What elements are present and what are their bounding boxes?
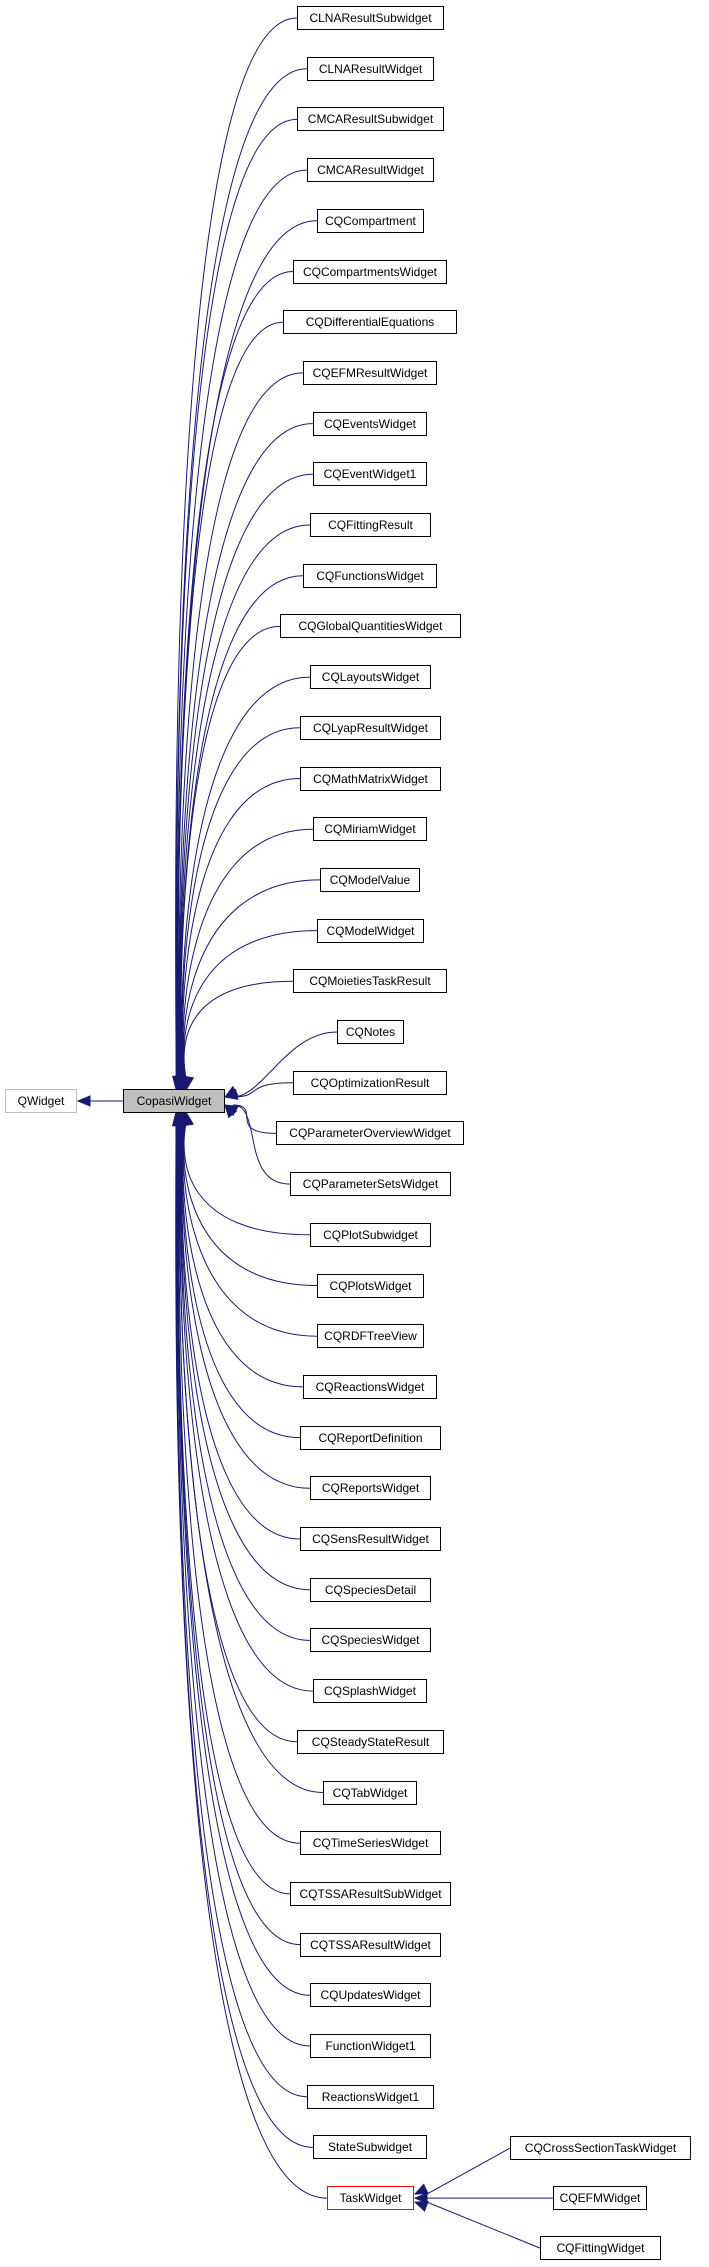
edge-cqreportdefinition-to-copasiwidget <box>181 1120 301 1439</box>
node-cqeventwidget1[interactable]: CQEventWidget1 <box>313 462 427 486</box>
node-cqmathmatrixwidget[interactable]: CQMathMatrixWidget <box>300 767 441 791</box>
edge-cqplotswidget-to-copasiwidget <box>183 1120 318 1286</box>
node-cqlayoutswidget[interactable]: CQLayoutsWidget <box>310 665 431 689</box>
edge-cqrdftreeview-to-copasiwidget <box>182 1120 318 1337</box>
node-clnaresultsubwidget[interactable]: CLNAResultSubwidget <box>297 6 444 30</box>
node-cqrdftreeview[interactable]: CQRDFTreeView <box>317 1324 424 1348</box>
node-cqefmwidget[interactable]: CQEFMWidget <box>553 2186 647 2210</box>
node-cqupdateswidget[interactable]: CQUpdatesWidget <box>310 1983 431 2007</box>
edge-cqfunctionswidget-to-copasiwidget <box>180 575 304 1082</box>
node-cqtssaresultsubwidget[interactable]: CQTSSAResultSubWidget <box>290 1882 451 1906</box>
node-cqefmresultwidget[interactable]: CQEFMResultWidget <box>303 361 437 385</box>
arrowhead-cqparametersetswidget <box>224 1103 238 1119</box>
edge-cqfittingwidget-to-taskwidget <box>426 2201 541 2249</box>
arrowhead-cqfittingwidget <box>413 2201 429 2212</box>
node-cqfunctionswidget[interactable]: CQFunctionsWidget <box>303 564 437 588</box>
edge-cqcompartmentswidget-to-copasiwidget <box>177 271 294 1082</box>
node-taskwidget[interactable]: TaskWidget <box>327 2186 414 2210</box>
edge-clnaresultwidget-to-copasiwidget <box>175 68 308 1082</box>
node-cqsensresultwidget[interactable]: CQSensResultWidget <box>300 1527 441 1551</box>
edge-cmcaresultsubwidget-to-copasiwidget <box>175 118 298 1082</box>
node-cqeventswidget[interactable]: CQEventsWidget <box>313 412 427 436</box>
node-cqmoietiestaskresult[interactable]: CQMoietiesTaskResult <box>293 969 447 993</box>
node-cmcaresultsubwidget[interactable]: CMCAResultSubwidget <box>297 107 444 131</box>
node-cqparameteroverviewwidget[interactable]: CQParameterOverviewWidget <box>276 1121 464 1145</box>
node-cqtimeserieswidget[interactable]: CQTimeSeriesWidget <box>300 1831 441 1855</box>
node-cqoptimizationresult[interactable]: CQOptimizationResult <box>293 1071 447 1095</box>
node-cqplotswidget[interactable]: CQPlotsWidget <box>317 1274 424 1298</box>
edge-cqoptimizationresult-to-copasiwidget <box>232 1082 294 1098</box>
edge-cqsensresultwidget-to-copasiwidget <box>180 1120 301 1540</box>
node-cqdifferentialequations[interactable]: CQDifferentialEquations <box>283 310 457 334</box>
edge-cqupdateswidget-to-copasiwidget <box>176 1120 311 1996</box>
node-statesubwidget[interactable]: StateSubwidget <box>313 2135 427 2159</box>
edge-cqparameteroverviewwidget-to-copasiwidget <box>232 1104 277 1134</box>
edge-cqspecieswidget-to-copasiwidget <box>180 1120 311 1641</box>
node-cqtssaresultwidget[interactable]: CQTSSAResultWidget <box>300 1933 441 1957</box>
node-cqparametersetswidget[interactable]: CQParameterSetsWidget <box>290 1172 451 1196</box>
edge-cqnotes-to-copasiwidget <box>232 1031 338 1098</box>
node-cqcompartmentswidget[interactable]: CQCompartmentsWidget <box>293 260 447 284</box>
arrowhead-cqefmwidget <box>413 2192 428 2204</box>
node-cqspecieswidget[interactable]: CQSpeciesWidget <box>310 1628 431 1652</box>
edge-taskwidget-to-copasiwidget <box>175 1120 328 2199</box>
edge-cqlayoutswidget-to-copasiwidget <box>181 676 311 1082</box>
node-cqlyapresultwidget[interactable]: CQLyapResultWidget <box>300 716 441 740</box>
node-cqspeciesdetail[interactable]: CQSpeciesDetail <box>310 1578 431 1602</box>
node-reactionswidget1[interactable]: ReactionsWidget1 <box>307 2085 434 2109</box>
node-cqmiriamwidget[interactable]: CQMiriamWidget <box>313 817 427 841</box>
node-cqnotes[interactable]: CQNotes <box>337 1020 404 1044</box>
edge-cqtimeserieswidget-to-copasiwidget <box>178 1120 301 1844</box>
node-cqreportswidget[interactable]: CQReportsWidget <box>310 1476 431 1500</box>
edge-cqmoietiestaskresult-to-copasiwidget <box>183 980 294 1082</box>
node-cqglobalquantitieswidget[interactable]: CQGlobalQuantitiesWidget <box>280 614 461 638</box>
node-cqreportdefinition[interactable]: CQReportDefinition <box>300 1426 441 1450</box>
node-cqtabwidget[interactable]: CQTabWidget <box>323 1781 417 1805</box>
node-qwidget[interactable]: QWidget <box>5 1089 77 1113</box>
edge-cqparametersetswidget-to-copasiwidget <box>232 1104 291 1185</box>
arrowhead-qwidget <box>76 1095 91 1107</box>
node-cqplotsubwidget[interactable]: CQPlotSubwidget <box>310 1223 431 1247</box>
node-cqfittingresult[interactable]: CQFittingResult <box>310 513 431 537</box>
node-clnaresultwidget[interactable]: CLNAResultWidget <box>307 57 434 81</box>
node-cqcompartment[interactable]: CQCompartment <box>317 209 424 233</box>
edge-cqspeciesdetail-to-copasiwidget <box>180 1120 311 1591</box>
node-cmcaresultwidget[interactable]: CMCAResultWidget <box>307 158 434 182</box>
arrowhead-cqmoietiestaskresult <box>182 1075 195 1091</box>
edge-cqsplashwidget-to-copasiwidget <box>179 1120 314 1692</box>
node-cqsteadystateresult[interactable]: CQSteadyStateResult <box>297 1730 444 1754</box>
edge-cqcompartment-to-copasiwidget <box>177 220 318 1082</box>
node-cqmodelvalue[interactable]: CQModelValue <box>320 868 420 892</box>
arrowhead-cqcrosssectiontaskwidget <box>413 2183 429 2195</box>
node-copasiwidget: CopasiWidget <box>123 1089 225 1113</box>
node-cqfittingwidget[interactable]: CQFittingWidget <box>540 2236 661 2260</box>
arrowhead-cqoptimizationresult <box>223 1088 239 1101</box>
node-cqcrosssectiontaskwidget[interactable]: CQCrossSectionTaskWidget <box>510 2136 691 2160</box>
node-cqsplashwidget[interactable]: CQSplashWidget <box>313 1679 427 1703</box>
node-functionwidget1[interactable]: FunctionWidget1 <box>310 2034 431 2058</box>
edge-cqcrosssectiontaskwidget-to-taskwidget <box>426 2147 511 2195</box>
arrowhead-taskwidget <box>171 1111 184 1127</box>
node-cqreactionswidget[interactable]: CQReactionsWidget <box>303 1375 437 1399</box>
edge-cqtabwidget-to-copasiwidget <box>178 1120 324 1793</box>
edge-cqreportswidget-to-copasiwidget <box>181 1120 311 1489</box>
node-cqmodelwidget[interactable]: CQModelWidget <box>317 919 424 943</box>
edge-cqreactionswidget-to-copasiwidget <box>182 1120 304 1388</box>
edge-cqtssaresultwidget-to-copasiwidget <box>177 1120 301 1946</box>
